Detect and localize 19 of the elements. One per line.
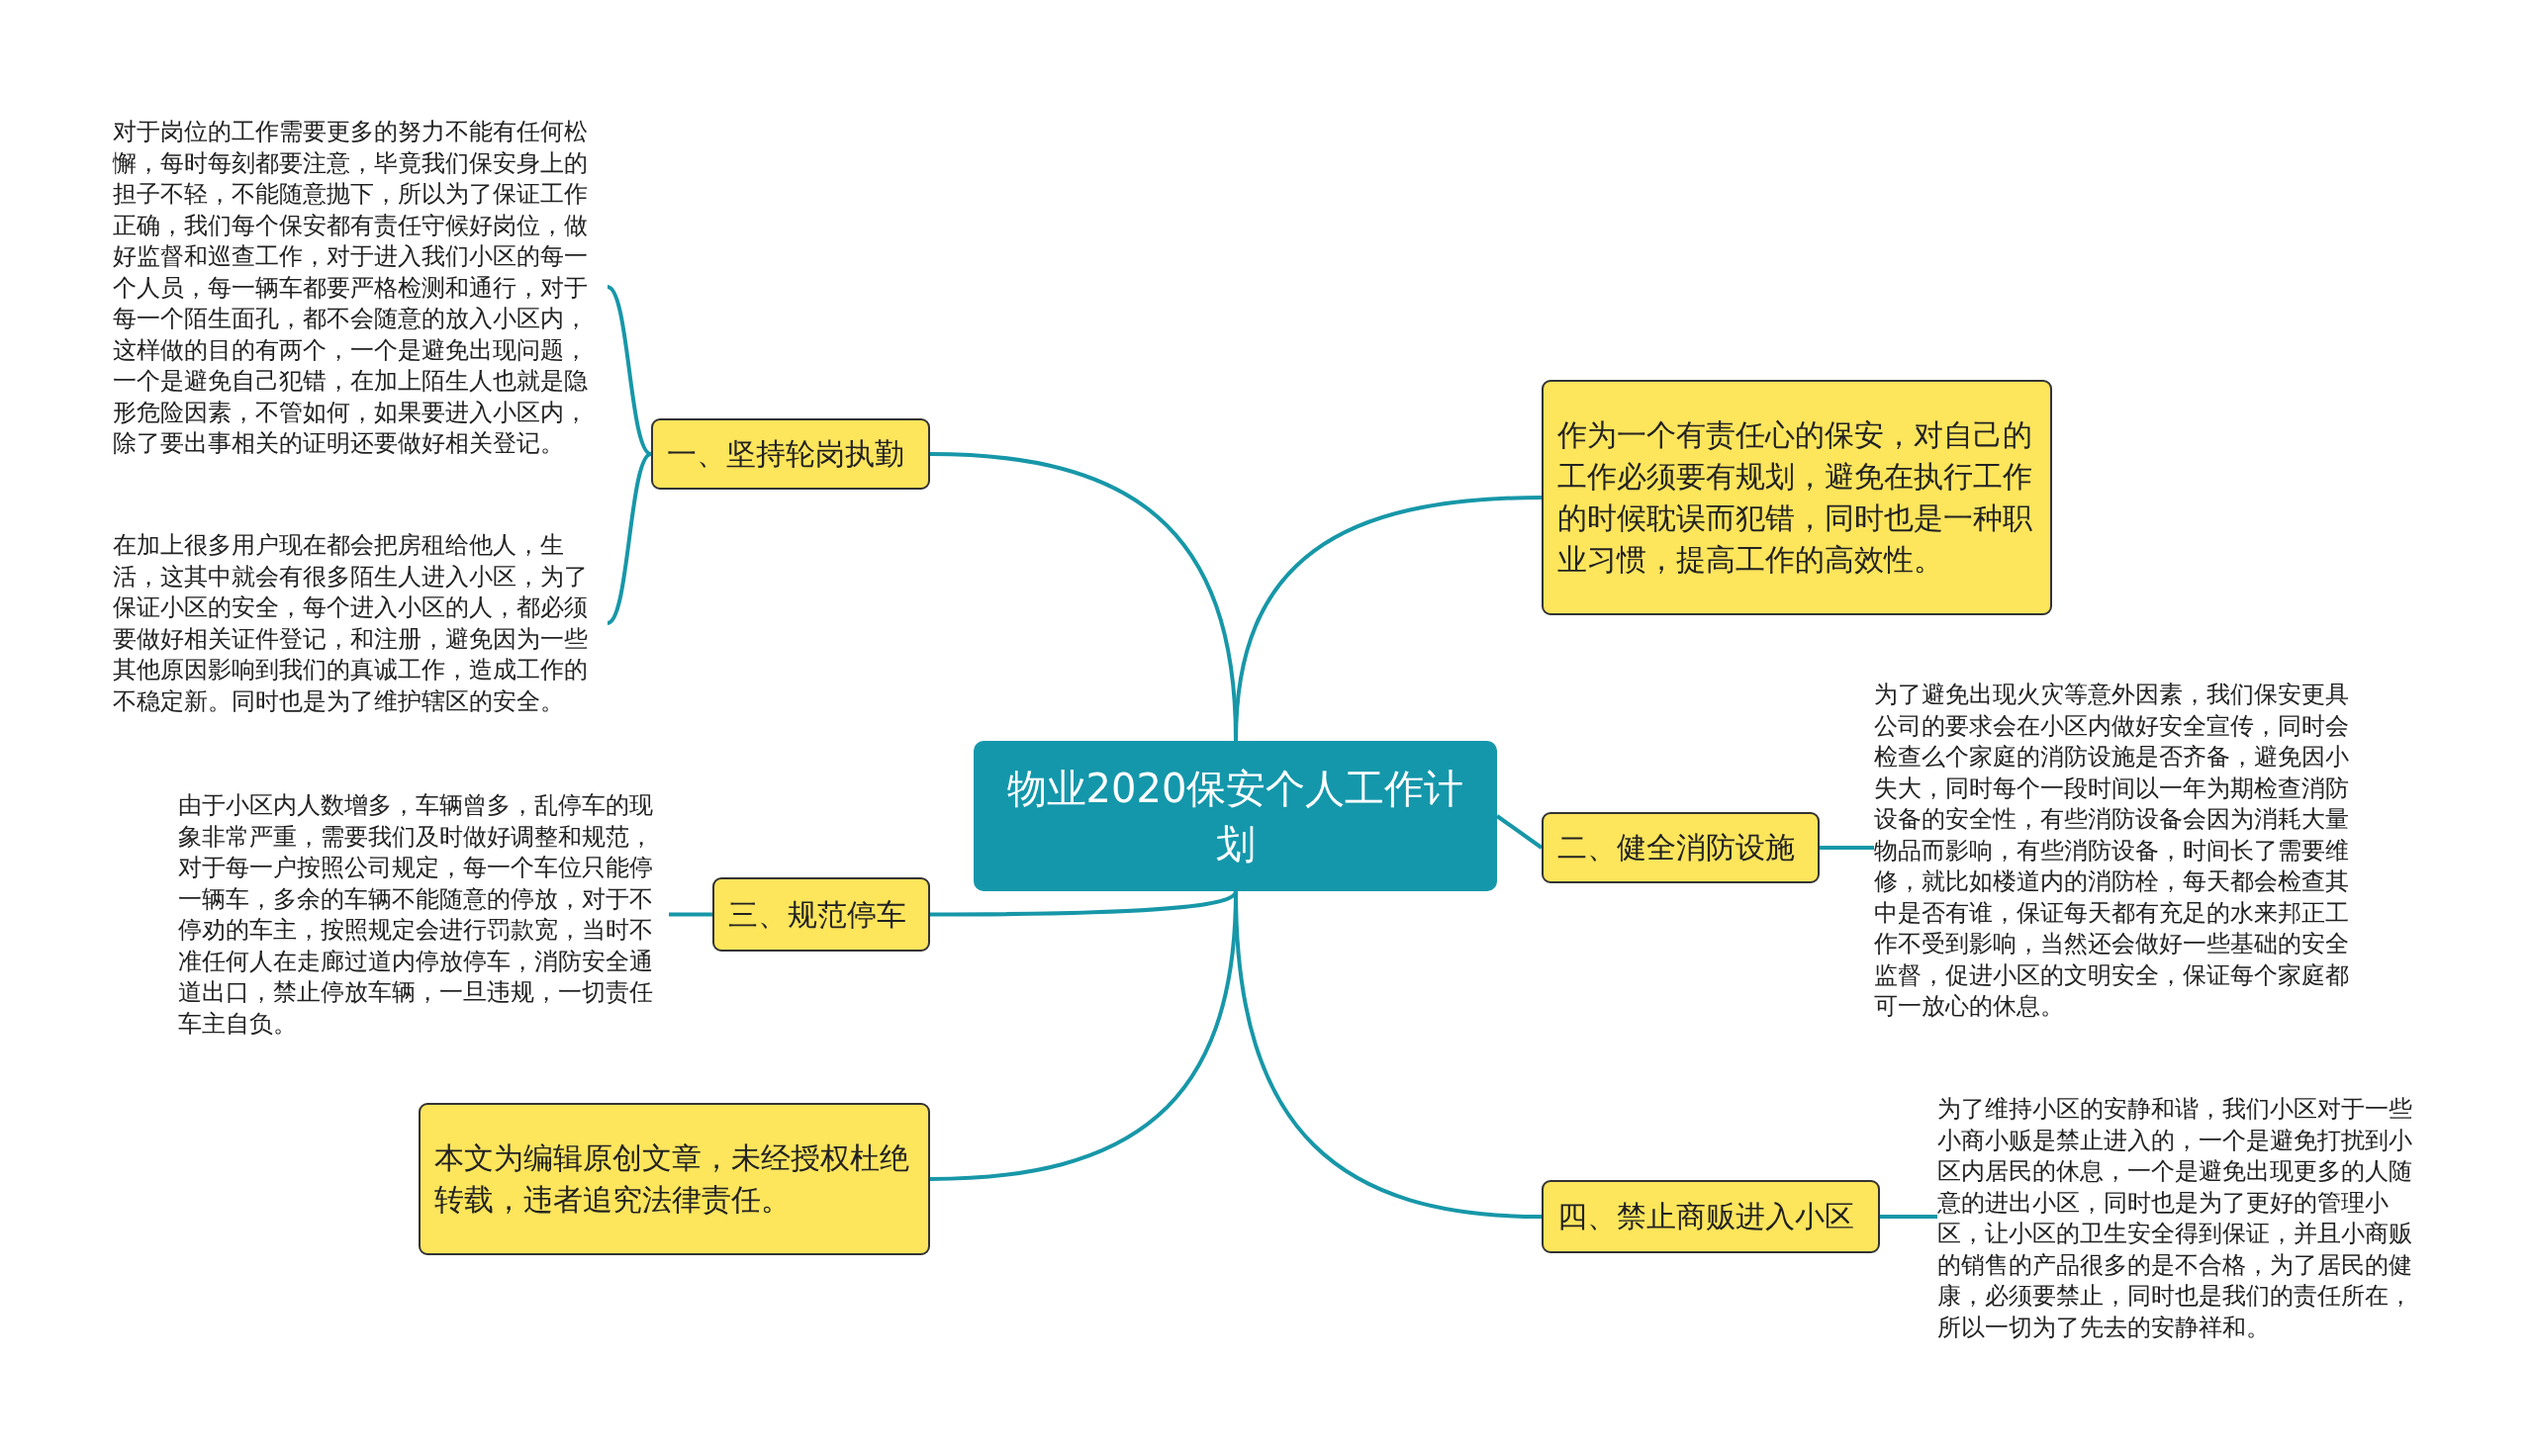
paragraph: 在加上很多用户现在都会把房租给他人，生活，这其中就会有很多陌生人进入小区，为了保证小区的安全，每个进入小区的人，都必须要做好相关证件登记，和注册，避免因为一些其他原因影响到我们的真诚工作，造成工作的不稳定新。同时也是为了维护辖区的安全。 — [113, 530, 608, 718]
topic-box: 作为一个有责任心的保安，对自己的工作必须要有规划，避免在执行工作的时候耽误而犯错，同时也是一种职业习惯，提高工作的高效性。 — [1542, 380, 2052, 615]
connector-line — [1495, 814, 1544, 850]
connector-line — [1880, 1215, 1937, 1219]
paragraph: 由于小区内人数增多，车辆曾多，乱停车的现象非常严重，需要我们及时做好调整和规范，对于每一户按照公司规定，每一个车位只能停一辆车，多余的车辆不能随意的停放，对于不停劝的车主，按照规定会进行罚款宽，当时不准任何人在走廊过道内停放停车，消防安全通道出口，禁止停放车辆，一旦违规，一切责任车主自负。 — [178, 790, 669, 1040]
paragraph: 对于岗位的工作需要更多的努力不能有任何松懈，每时每刻都要注意，毕竟我们保安身上的担子不轻，不能随意抛下，所以为了保证工作正确，我们每个保安都有责任守候好岗位，做好监督和巡查工作，对于进入我们小区的每一个人员，每一辆车都要严格检测和通行，对于每一个陌生面孔，都不会随意的放入小区内，这样做的目的有两个，一个是避免出现问题，一个是避免自己犯错，在加上陌生人也就是隐形危险因素，不管如何，如果要进入小区内，除了要出事相关的证明还要做好相关登记。 — [113, 117, 608, 460]
connector-line — [606, 452, 653, 625]
connector-line — [1820, 846, 1874, 850]
topic-box: 一、坚持轮岗执勤 — [651, 418, 930, 490]
connector-line — [1234, 890, 1543, 1219]
central-topic-box: 物业2020保安个人工作计划 — [974, 741, 1497, 891]
connector-line — [1234, 496, 1543, 742]
paragraph: 为了避免出现火灾等意外因素，我们保安更具公司的要求会在小区内做好安全宣传，同时会检查么个家庭的消防设施是否齐备，避免因小失大，同时每个一段时间以一年为期检查消防设备的安全性，有些消防设备会因为消耗大量物品而影响，有些消防设备，时间长了需要维修，就比如楼道内的消防栓，每天都会检查其中是否有谁，保证每天都有充足的水来邦正工作不受到影响，当然还会做好一些基础的安全监督，促进小区的文明安全，保证每个家庭都可一放心的休息。 — [1874, 680, 2369, 1023]
topic-box: 二、健全消防设施 — [1542, 812, 1820, 883]
topic-box: 本文为编辑原创文章，未经授权杜绝转载，违者追究法律责任。 — [419, 1103, 930, 1255]
connector-line — [669, 912, 712, 917]
paragraph: 为了维持小区的安静和谐，我们小区对于一些小商小贩是禁止进入的，一个是避免打扰到小区内居民的休息，一个是避免出现更多的人随意的进出小区，同时也是为了更好的管理小区，让小区的卫生安全得到保证，并且小商贩的销售的产品很多的是不合格，为了居民的健康，必须要禁止，同时也是我们的责任所在，所以一切为了先去的安静祥和。 — [1937, 1094, 2428, 1343]
topic-box: 四、禁止商贩进入小区 — [1542, 1180, 1880, 1253]
topic-box: 三、规范停车 — [712, 877, 930, 952]
